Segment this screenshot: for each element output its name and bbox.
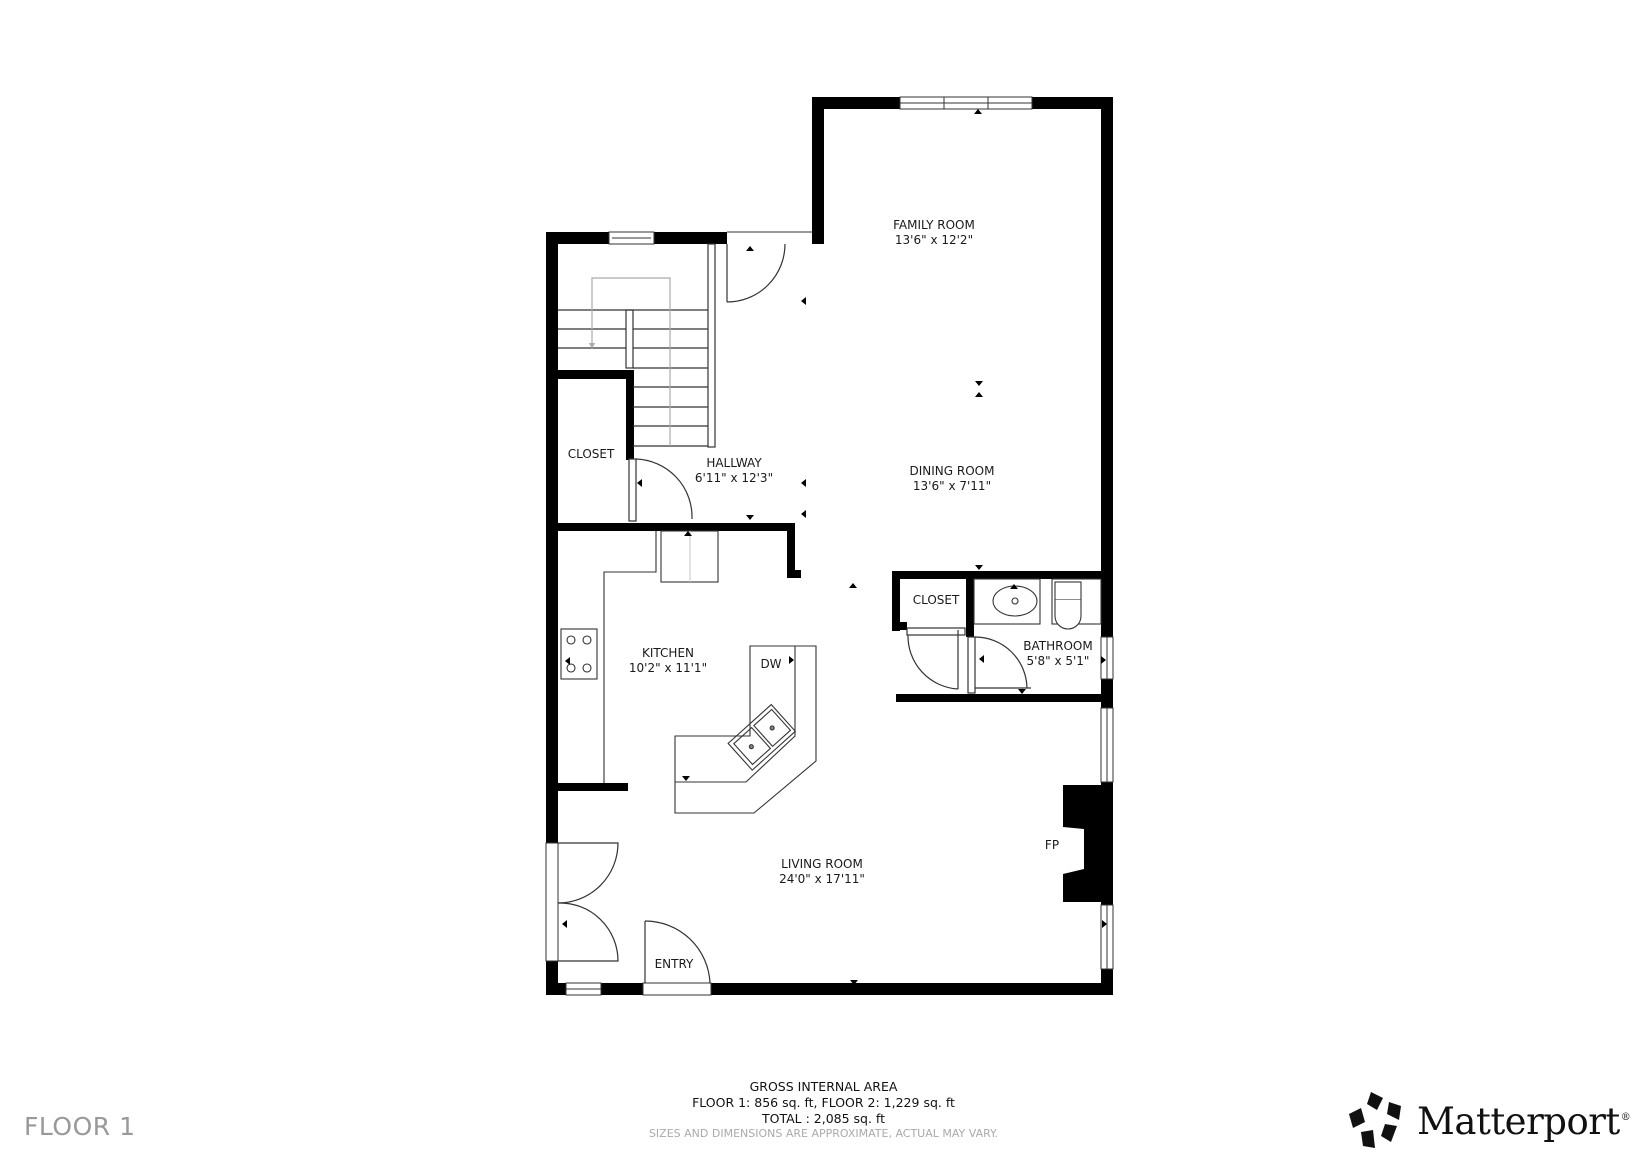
matterport-logo: Matterport®	[1345, 1090, 1635, 1152]
fireplace-label: FP	[1045, 838, 1059, 852]
floor-label: FLOOR 1	[24, 1112, 136, 1141]
room-dims-family-room: 13'6" x 12'2"	[895, 233, 973, 247]
bathroom-fixtures	[973, 578, 1102, 630]
gross-area-title: GROSS INTERNAL AREA	[749, 1079, 898, 1094]
windows	[545, 96, 1114, 996]
interior-walls	[558, 370, 1101, 902]
doors	[557, 243, 1031, 984]
room-dims-bathroom: 5'8" x 5'1"	[1027, 654, 1090, 668]
floor-areas: FLOOR 1: 856 sq. ft, FLOOR 2: 1,229 sq. …	[692, 1095, 955, 1110]
room-dims-hallway: 6'11" x 12'3"	[695, 471, 773, 485]
staircase	[558, 243, 716, 448]
scan-markers	[562, 246, 1107, 985]
dishwasher-label: DW	[760, 657, 781, 671]
room-dims-dining-room: 13'6" x 7'11"	[913, 479, 991, 493]
room-name-family-room: FAMILY ROOM	[893, 218, 975, 232]
room-dims-living-room: 24'0" x 17'11"	[779, 872, 865, 886]
room-name-bathroom: BATHROOM	[1023, 639, 1092, 653]
matterport-wordmark: Matterport®	[1417, 1099, 1631, 1143]
kitchen-counters	[560, 530, 817, 814]
room-name-closet-small: CLOSET	[913, 593, 960, 607]
room-name-dining-room: DINING ROOM	[910, 464, 995, 478]
room-dims-kitchen: 10'2" x 11'1"	[629, 661, 707, 675]
room-name-living-room: LIVING ROOM	[781, 857, 863, 871]
room-name-entry: ENTRY	[655, 957, 694, 971]
room-name-hallway: HALLWAY	[706, 456, 762, 470]
matterport-logo-icon	[1349, 1092, 1401, 1148]
total-area: TOTAL : 2,085 sq. ft	[761, 1111, 886, 1126]
disclaimer-note: SIZES AND DIMENSIONS ARE APPROXIMATE, AC…	[648, 1127, 999, 1140]
room-labels: FAMILY ROOM 13'6" x 12'2" DINING ROOM 13…	[568, 218, 1093, 971]
room-name-closet-hallway: CLOSET	[568, 447, 615, 461]
room-name-kitchen: KITCHEN	[642, 646, 694, 660]
